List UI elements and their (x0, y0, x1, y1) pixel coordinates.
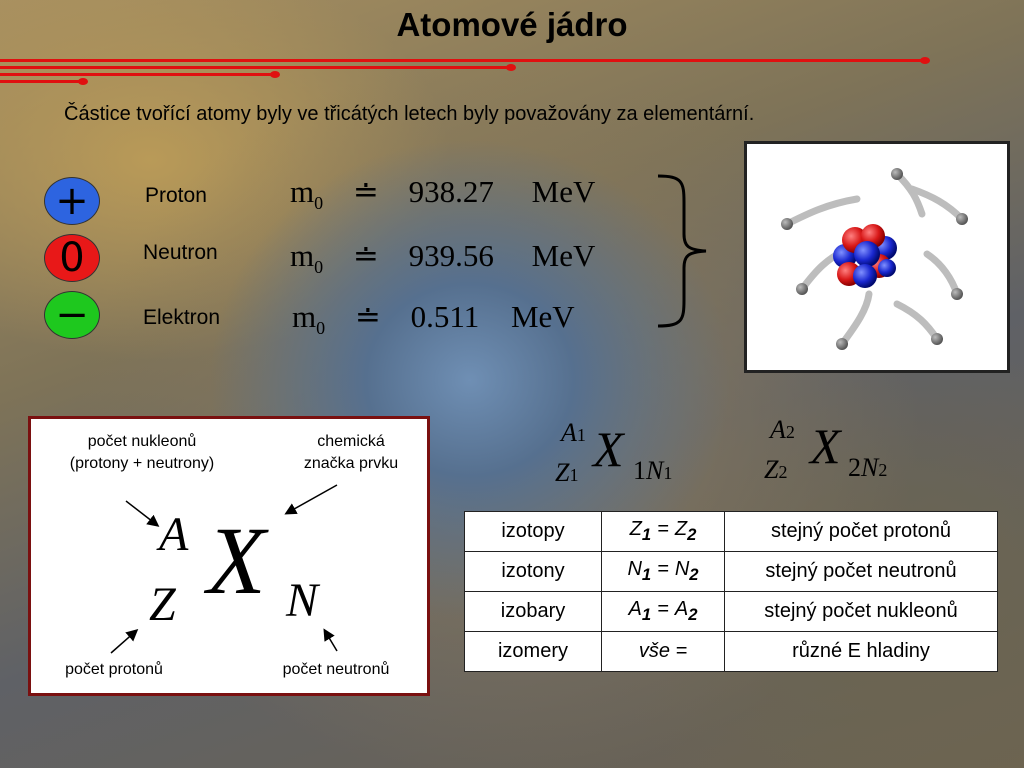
atomic-number-Z: Z (149, 578, 176, 631)
electron-mass-value: 0.511 (410, 299, 480, 334)
proton-count-label: počet protonů (65, 661, 163, 678)
condition-left: vše = (638, 640, 688, 662)
mass-subscript: 0 (314, 193, 324, 214)
curly-brace-icon (657, 174, 707, 328)
intro-text: Částice tvořící atomy byly ve třicátých … (64, 103, 755, 125)
notation-arrows (110, 484, 338, 654)
approx-equal-sign: ≐ (354, 299, 381, 334)
mass-number-A: A (159, 508, 189, 561)
relation-description: stejný počet protonů (724, 511, 998, 552)
arrow-to-Z-icon (110, 629, 139, 654)
relation-condition: N1=N2 (601, 551, 725, 592)
slide-title: Atomové jádro (396, 6, 628, 43)
element-symbol-X: X (207, 507, 266, 614)
equals-sign: = (657, 598, 669, 620)
relation-description: různé E hladiny (724, 631, 998, 672)
element-symbol-label-line1: chemická (317, 433, 385, 450)
table-row: izomery vše = různé E hladiny (464, 631, 998, 672)
equals-sign: = (657, 518, 669, 540)
relation-name: izotopy (464, 511, 602, 552)
nuclide-1-N: 1N1 (633, 456, 673, 485)
relation-description: stejný počet neutronů (724, 551, 998, 592)
atom-model-icon (781, 168, 968, 350)
proton-mass-formula: m0 ≐ 938.27 MeV (290, 174, 595, 214)
neutron-label: Neutron (143, 241, 218, 264)
condition-right-sub: 2 (688, 605, 698, 624)
condition-right: Z (674, 518, 688, 540)
relation-name: izomery (464, 631, 602, 672)
neutron-mass-unit: MeV (531, 238, 596, 273)
relation-name: izotony (464, 551, 602, 592)
electron-minus-icon: − (44, 291, 100, 339)
electron-mass-unit: MeV (510, 299, 575, 334)
mass-symbol: m (290, 174, 315, 209)
nucleon-count-label-line2: (protony + neutrony) (69, 455, 215, 472)
relation-condition: vše = (601, 631, 725, 672)
proton-label: Proton (145, 184, 207, 207)
nucleon-count-label: počet nukleonů (protony + neutrony) (37, 431, 247, 475)
element-symbol-label: chemická značka prvku (281, 431, 421, 475)
relation-condition: A1=A2 (601, 591, 725, 632)
atom-illustration (744, 141, 1010, 373)
approx-equal-sign: ≐ (352, 238, 379, 273)
condition-left-sub: 1 (641, 525, 652, 544)
condition-left: N (627, 558, 642, 580)
nucleon-count-label-line1: počet nukleonů (87, 433, 197, 450)
proton-plus-icon: + (44, 177, 100, 225)
neutron-zero-icon: 0 (44, 234, 100, 282)
nuclide-notation-panel: počet nukleonů (protony + neutrony) chem… (28, 416, 430, 696)
arrow-to-A-icon (125, 500, 160, 527)
relation-name: izobary (464, 591, 602, 632)
electron-mass-formula: m0 ≐ 0.511 MeV (292, 299, 575, 339)
condition-right-sub: 2 (689, 565, 699, 584)
nuclide-2-Z: Z2 (764, 455, 788, 484)
condition-right: N (674, 558, 690, 580)
neutron-count-label: počet neutronů (282, 661, 390, 678)
electron-label: Elektron (143, 306, 221, 329)
condition-left-sub: 1 (641, 565, 652, 584)
neutron-mass-value: 939.56 (408, 238, 494, 273)
equals-sign: = (657, 558, 669, 580)
nuclide-1-Z: Z1 (555, 458, 579, 487)
condition-right: A (674, 598, 689, 620)
proton-mass-unit: MeV (531, 174, 596, 209)
mass-subscript: 0 (314, 257, 324, 278)
neutron-mass-formula: m0 ≐ 939.56 MeV (290, 238, 595, 278)
neutron-number-N: N (286, 574, 319, 627)
mass-subscript: 0 (316, 318, 326, 339)
mass-symbol: m (292, 299, 317, 334)
approx-equal-sign: ≐ (352, 174, 379, 209)
nuclide-2: A2 Z2 X 2N2 (764, 415, 914, 495)
nuclide-1-X: X (593, 421, 624, 477)
mass-symbol: m (290, 238, 315, 273)
nuclide-2-X: X (810, 418, 841, 474)
condition-left: A (628, 598, 642, 620)
element-symbol-label-line2: značka prvku (303, 455, 399, 472)
nuclide-1-A: A1 (561, 418, 586, 447)
relation-description: stejný počet nukleonů (724, 591, 998, 632)
nuclide-2-A: A2 (770, 415, 795, 444)
condition-left: Z (629, 518, 642, 540)
arrow-to-N-icon (323, 628, 338, 652)
relation-condition: Z1=Z2 (601, 511, 725, 552)
arrow-to-X-icon (284, 484, 338, 515)
condition-right-sub: 2 (687, 525, 697, 544)
nuclide-2-N: 2N2 (848, 453, 888, 482)
proton-mass-value: 938.27 (408, 174, 494, 209)
nuclide-1: A1 Z1 X 1N1 (555, 418, 695, 498)
condition-left-sub: 1 (641, 605, 652, 624)
